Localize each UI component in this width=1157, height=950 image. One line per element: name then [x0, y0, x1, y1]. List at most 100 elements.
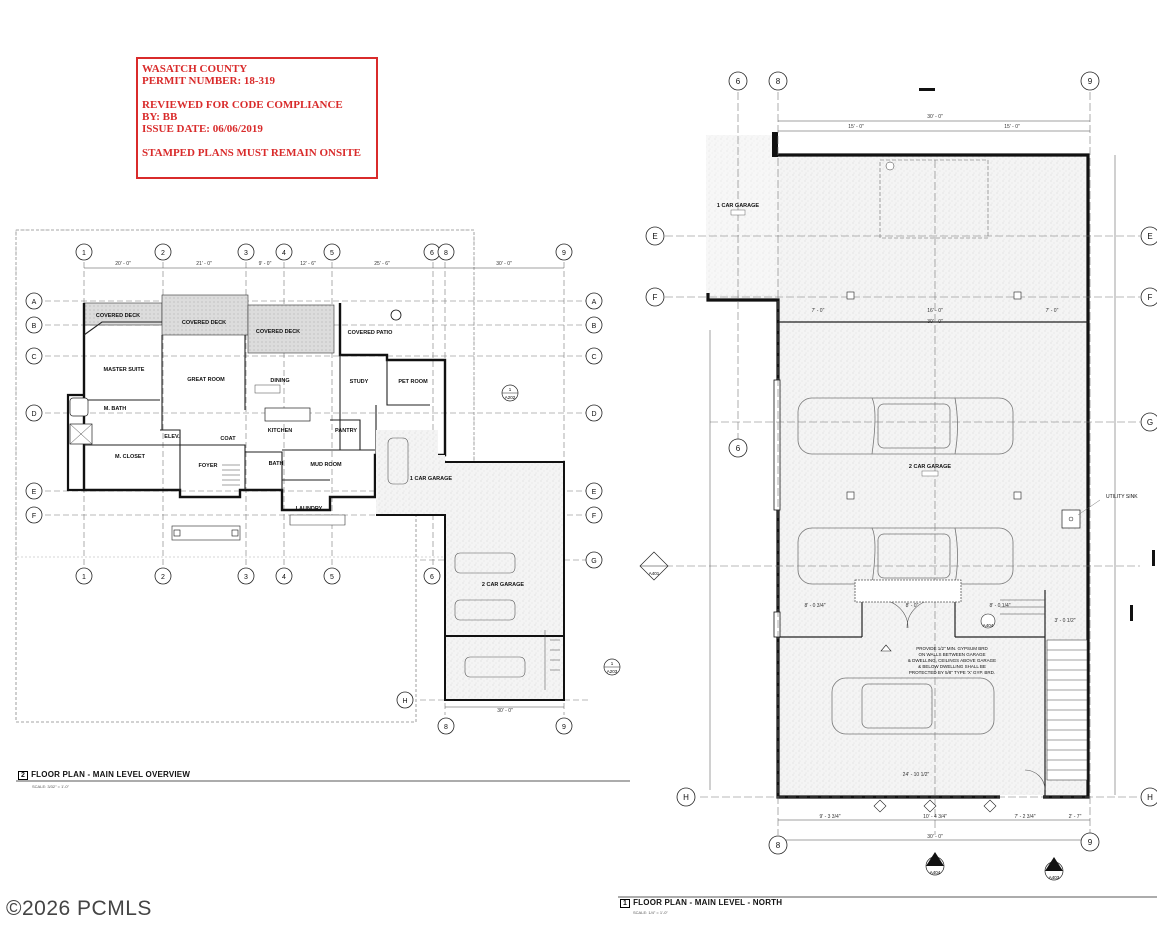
label-north-1-car-garage: 1 CAR GARAGE [717, 203, 760, 209]
dim-top-4: 12' - 6" [300, 261, 316, 267]
note-line-5: PROTECTED BY 5/8" TYPE 'X' GYP. BRD. [909, 670, 995, 675]
north-dim-bottom-1: 9' - 3 3/4" [819, 814, 840, 820]
overview-bottom-dim: 30' - 0" [497, 708, 513, 714]
row-bubble-right-d: D [591, 411, 596, 418]
row-bubble-c: C [31, 354, 36, 361]
label-covered-deck-1: COVERED DECK [96, 313, 140, 319]
grid-bubble-bottom-5: 5 [330, 574, 334, 581]
north-dim-bottom-3: 7' - 2 3/4" [1014, 814, 1035, 820]
north-dim-inside: 24' - 10 1/2" [903, 772, 930, 778]
overview-title-number: 2 [18, 771, 29, 780]
label-mud-room: MUD ROOM [310, 462, 342, 468]
north-row-e-right: E [1147, 232, 1152, 241]
north-row-h-right: H [1147, 793, 1153, 802]
overview-grid-bubbles-bottom: 1 2 3 4 5 6 8 9 [75, 567, 573, 735]
north-section-markers: A401 A404 A403 A404 [639, 550, 1155, 881]
north-section-ref-bottom2: A403 [1049, 875, 1060, 880]
dim-top-6: 30' - 0" [496, 261, 512, 267]
overview-cars [387, 437, 526, 678]
stamp-county: WASATCH COUNTY [142, 63, 248, 75]
overview-grid-bubbles-top: 1 2 3 4 5 6 8 9 [75, 243, 573, 261]
north-dim-mid-2: 30' - 0" [927, 319, 943, 325]
row-bubble-h: H [402, 698, 407, 705]
dim-top-5: 25' - 6" [374, 261, 390, 267]
dim-top-1: 20' - 0" [115, 261, 131, 267]
row-bubble-right-f: F [592, 513, 596, 520]
label-elev: ELEV. [164, 434, 180, 440]
row-bubble-b: B [32, 323, 37, 330]
label-study: STUDY [350, 379, 369, 385]
car-3 [831, 677, 995, 735]
label-north-2-car-garage: 2 CAR GARAGE [909, 464, 952, 470]
north-row-h-left: H [683, 793, 689, 802]
north-grid-bubble-6: 6 [736, 77, 741, 86]
label-pantry: PANTRY [335, 428, 357, 434]
label-m-closet: M. CLOSET [115, 454, 146, 460]
north-row-e-left: E [652, 232, 657, 241]
north-row-g-right: G [1147, 418, 1153, 427]
north-row-f-left: F [653, 293, 658, 302]
label-covered-deck-2: COVERED DECK [182, 320, 226, 326]
label-utility-sink: UTILITY SINK [1106, 494, 1138, 500]
north-grid-bubble-bottom-9: 9 [1088, 838, 1093, 847]
north-cars [797, 397, 1014, 735]
north-dim-row-4: 3' - 0 1/2" [1054, 618, 1075, 624]
north-dim-top-left: 15' - 0" [848, 124, 864, 130]
row-bubble-right-g: G [591, 558, 596, 565]
row-bubble-f: F [32, 513, 36, 520]
north-dim-top-total: 30' - 0" [927, 114, 943, 120]
section-ref-2: A203 [607, 669, 618, 674]
label-1-car-garage: 1 CAR GARAGE [410, 476, 453, 482]
stamp-notice: STAMPED PLANS MUST REMAIN ONSITE [142, 147, 362, 159]
stamp-review: REVIEWED FOR CODE COMPLIANCE [142, 99, 343, 111]
north-dim-row-1: 8' - 0 3/4" [804, 603, 825, 609]
overview-scale: SCALE: 3/32" = 1'-0" [32, 784, 70, 789]
copyright-watermark: ©2026 PCMLS [6, 897, 152, 920]
covered-deck-3 [247, 304, 335, 354]
note-line-4: & BELOW DWELLING SHALL BE [918, 664, 986, 669]
section-ref-1-num: 1 [509, 387, 512, 392]
north-dim-b: 7' - 0" [1046, 308, 1059, 314]
stamp-issue-date: ISSUE DATE: 06/06/2019 [142, 123, 263, 135]
overview-row-bubbles-right: A B C D E F G H [396, 292, 603, 709]
label-great-room: GREAT ROOM [187, 377, 225, 383]
label-2-car-garage: 2 CAR GARAGE [482, 582, 525, 588]
north-dim-a: 7' - 0" [812, 308, 825, 314]
grid-bubble-5: 5 [330, 250, 334, 257]
row-bubble-right-e: E [592, 489, 597, 496]
north-section-ref-left: A401 [649, 571, 660, 576]
row-bubble-right-a: A [592, 299, 597, 306]
north-grid-bubble-8: 8 [776, 77, 781, 86]
label-pet-room: PET ROOM [398, 379, 428, 385]
north-title-text: FLOOR PLAN - MAIN LEVEL - NORTH [633, 898, 783, 907]
north-dim-top-right: 15' - 0" [1004, 124, 1020, 130]
overview-title-text: FLOOR PLAN - MAIN LEVEL OVERVIEW [31, 770, 191, 779]
row-bubble-d: D [31, 411, 36, 418]
north-stair [1000, 599, 1088, 781]
stamp-permit-number: PERMIT NUMBER: 18-319 [142, 75, 276, 87]
grid-bubble-6: 6 [430, 250, 434, 257]
section-ref-2-num: 1 [611, 661, 614, 666]
label-foyer: FOYER [199, 463, 218, 469]
row-bubble-right-c: C [591, 354, 596, 361]
north-section-ref-bottom1: A404 [930, 870, 941, 875]
grid-bubble-2: 2 [161, 250, 165, 257]
north-dim-bottom-2: 10' - 4 3/4" [923, 814, 947, 820]
dim-top-3: 9' - 0" [259, 261, 272, 267]
grid-bubble-8: 8 [444, 250, 448, 257]
permit-stamp: WASATCH COUNTY PERMIT NUMBER: 18-319 REV… [136, 57, 378, 179]
north-dim-bottom-total: 30' - 0" [927, 834, 943, 840]
north-row-f-right: F [1148, 293, 1153, 302]
grid-bubble-bottom-3: 3 [244, 574, 248, 581]
north-dim-row-3: 8' - 0 1/4" [989, 603, 1010, 609]
utility-sink-fixture [1061, 509, 1081, 529]
overview-room-labels: COVERED DECK COVERED DECK COVERED DECK C… [96, 313, 525, 588]
north-grid-bubbles-top: 6 8 9 8 9 6 [728, 71, 1100, 855]
label-master-suite: MASTER SUITE [104, 367, 145, 373]
north-dim-bottom-4: 2' - 7" [1069, 814, 1082, 820]
row-bubble-right-b: B [592, 323, 597, 330]
label-kitchen: KITCHEN [268, 428, 292, 434]
north-plan: 30' - 0" 15' - 0" 15' - 0" 16' - 0" 30' … [618, 71, 1157, 898]
